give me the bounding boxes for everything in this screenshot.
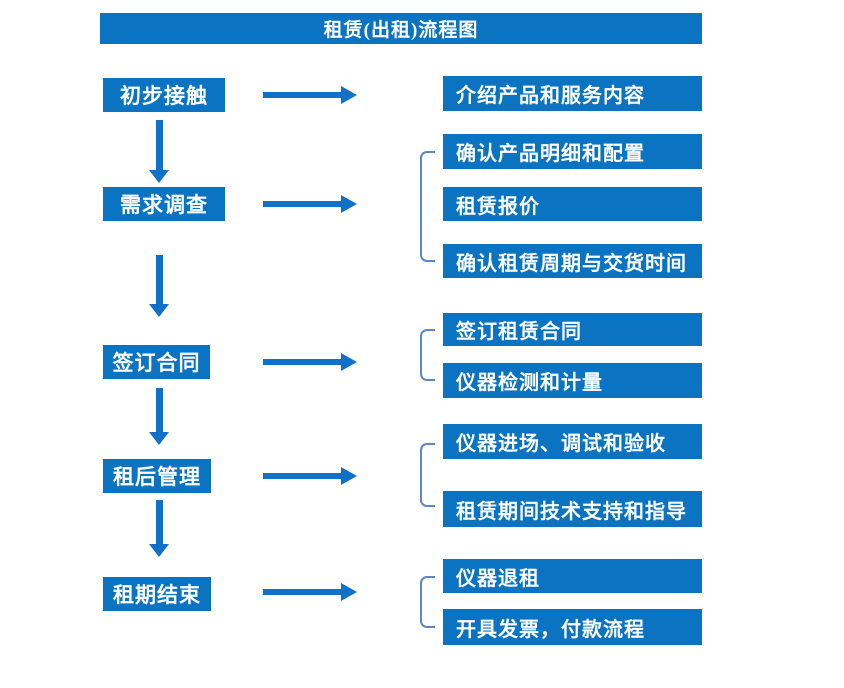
arrow-down-icon-1	[149, 120, 169, 183]
detail-box-invoice-payment: 开具发票，付款流程	[443, 609, 702, 645]
arrow-down-icon-4	[149, 500, 169, 557]
step-box-initial-contact: 初步接触	[103, 78, 225, 112]
group-bracket-sign-contract	[420, 329, 435, 381]
group-bracket-post-rental	[420, 443, 435, 507]
detail-box-rental-quote: 租赁报价	[443, 187, 702, 221]
arrow-right-icon-5	[263, 583, 357, 601]
step-box-post-rental: 租后管理	[103, 459, 211, 493]
detail-box-confirm-config: 确认产品明细和配置	[443, 134, 702, 169]
detail-box-introduce-products: 介绍产品和服务内容	[443, 76, 702, 111]
arrow-right-icon-2	[263, 195, 357, 213]
step-box-sign-contract: 签订合同	[103, 345, 210, 379]
step-box-rental-end: 租期结束	[103, 577, 211, 611]
group-bracket-rental-end	[420, 576, 435, 628]
arrow-down-icon-2	[149, 255, 169, 317]
arrow-right-icon-1	[263, 86, 357, 104]
arrow-right-icon-4	[263, 467, 357, 485]
detail-box-sign-rental-contract: 签订租赁合同	[443, 313, 702, 346]
flowchart-title: 租赁(出租)流程图	[100, 13, 702, 44]
detail-box-confirm-period: 确认租赁周期与交货时间	[443, 244, 702, 278]
arrow-down-icon-3	[149, 388, 169, 445]
detail-box-instrument-entry: 仪器进场、调试和验收	[443, 424, 702, 459]
detail-box-tech-support: 租赁期间技术支持和指导	[443, 491, 702, 527]
arrow-right-icon-3	[263, 353, 357, 371]
detail-box-instrument-return: 仪器退租	[443, 559, 702, 593]
group-bracket-demand-survey	[420, 151, 435, 262]
step-box-demand-survey: 需求调查	[103, 187, 225, 221]
detail-box-instrument-testing: 仪器检测和计量	[443, 363, 702, 398]
